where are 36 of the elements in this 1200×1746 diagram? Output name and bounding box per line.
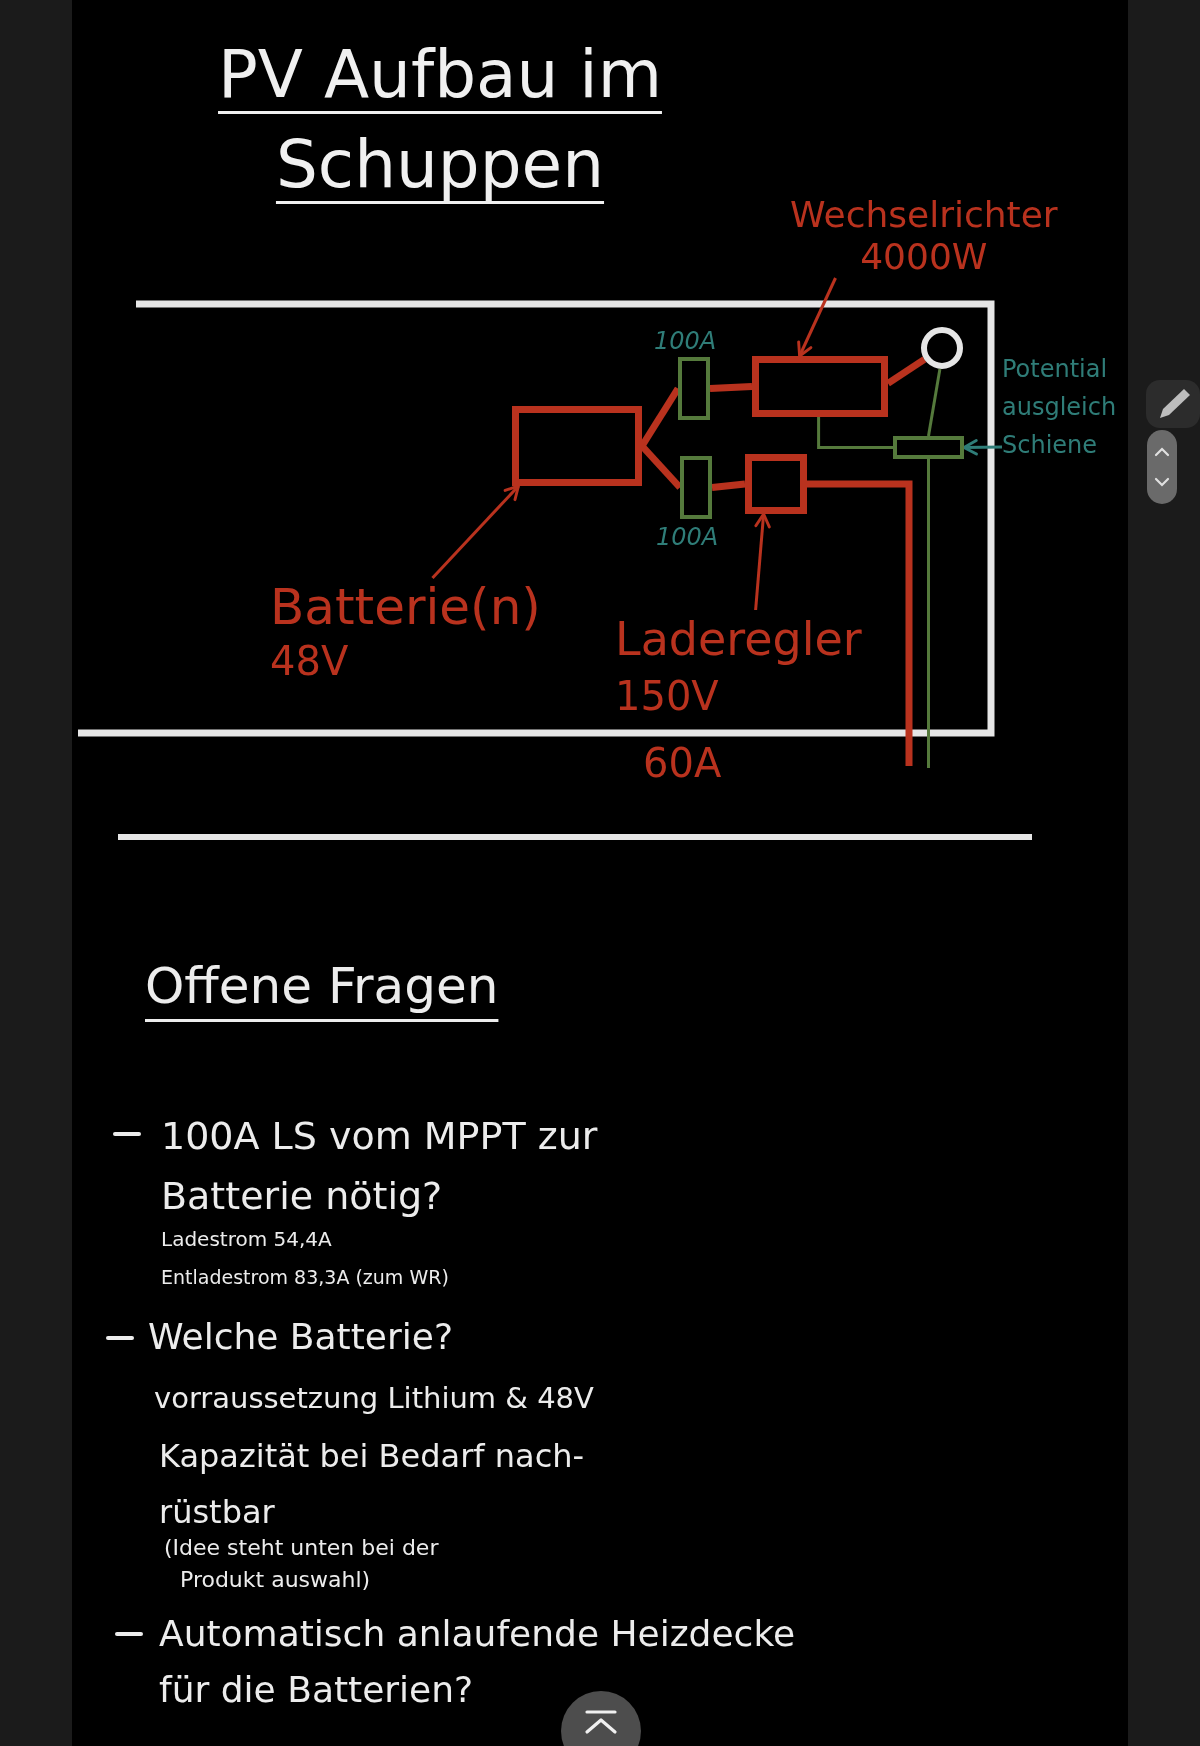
cable — [639, 443, 683, 490]
question-text: 100A LS vom MPPT zur Batterie nötig? — [161, 1113, 599, 1220]
component-label: Laderegler — [615, 611, 862, 668]
component-label: Batterie(n) — [270, 578, 541, 636]
leader-arrow — [797, 277, 837, 358]
component-label: Potential ausgleich Schiene — [1002, 354, 1118, 461]
question-text: Automatisch anlaufende Heizdecke für die Batterien? — [159, 1612, 797, 1712]
rating-label: 4000W — [860, 236, 988, 278]
note-text: vorraussetzung Lithium & 48V — [154, 1380, 594, 1417]
question-text: Welche Batterie? — [148, 1315, 454, 1359]
title: PV Aufbau im Schuppen — [217, 35, 663, 205]
leader-arrow — [431, 484, 520, 580]
ground-wire — [927, 368, 942, 437]
cable — [709, 383, 753, 392]
battery-box — [512, 406, 642, 486]
charge-controller-box — [745, 454, 807, 514]
ground-wire — [927, 459, 930, 768]
rating-label: 48V — [270, 637, 349, 686]
cable — [711, 480, 746, 491]
rating-label: 100A — [654, 328, 717, 354]
inverter-box — [752, 356, 888, 417]
ring-terminal — [921, 327, 963, 369]
component-label: Wechselrichter — [790, 194, 1058, 236]
cable — [886, 356, 927, 387]
cable — [639, 386, 681, 448]
note-text: Ladestrom 54,4A — [161, 1226, 332, 1253]
note-text: (Idee steht unten bei der Produkt auswahl) — [164, 1534, 440, 1594]
rating-label: 100A — [656, 524, 719, 550]
rating-label: 60A — [643, 739, 722, 788]
note-text: Kapazität bei Bedarf nach- rüstbar — [159, 1436, 586, 1533]
busbar — [893, 436, 964, 459]
note-text: Entladestrom 83,3A (zum WR) — [161, 1265, 449, 1290]
rating-label: 150V — [615, 672, 719, 721]
ground-wire — [817, 417, 893, 449]
leader-arrow — [962, 439, 1003, 456]
leader-arrow — [754, 512, 771, 611]
